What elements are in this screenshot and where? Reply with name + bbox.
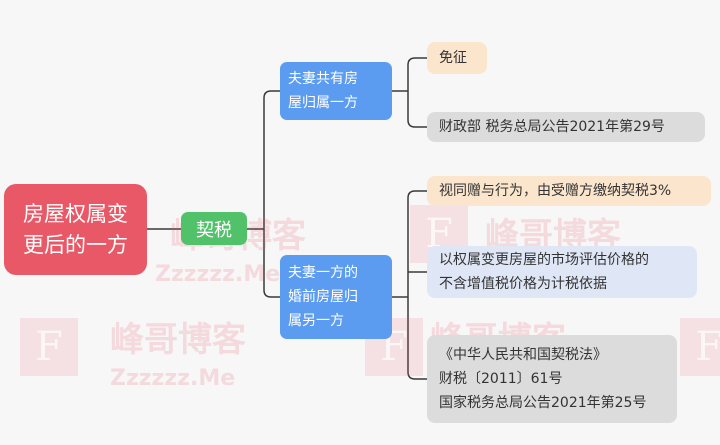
root-node-line1: 房屋权属变 bbox=[23, 201, 128, 226]
leaf-node-tax-basis[interactable]: 以权属变更房屋的市场评估价格的 不含增值税价格为计税依据 bbox=[427, 246, 697, 298]
leaf-node-line: 财税〔2011〕61号 bbox=[439, 371, 563, 387]
branch-node-line: 属另一方 bbox=[288, 313, 344, 329]
tax-node-label: 契税 bbox=[196, 219, 232, 241]
connector-branch1-leaves bbox=[392, 57, 427, 128]
branch-node-premarital-property[interactable]: 夫妻一方的 婚前房屋归 属另一方 bbox=[280, 255, 392, 339]
branch-node-line: 屋归属一方 bbox=[288, 95, 358, 111]
leaf-node-line: 《中华人民共和国契税法》 bbox=[439, 347, 607, 363]
leaf-node-references[interactable]: 《中华人民共和国契税法》 财税〔2011〕61号 国家税务总局公告2021年第2… bbox=[427, 335, 677, 423]
leaf-node-line: 不含增值税价格为计税依据 bbox=[439, 276, 607, 292]
branch-node-line: 夫妻共有房 bbox=[288, 71, 358, 87]
leaf-node-line: 以权属变更房屋的市场评估价格的 bbox=[439, 252, 649, 268]
branch-node-joint-property[interactable]: 夫妻共有房 屋归属一方 bbox=[280, 62, 392, 120]
leaf-node-text: 财政部 税务总局公告2021年第29号 bbox=[439, 119, 665, 135]
leaf-node-reference[interactable]: 财政部 税务总局公告2021年第29号 bbox=[427, 112, 705, 142]
branch-node-line: 夫妻一方的 bbox=[288, 265, 358, 281]
leaf-node-text: 视同赠与行为，由受赠方缴纳契税3% bbox=[439, 183, 672, 199]
branch-node-line: 婚前房屋归 bbox=[288, 289, 358, 305]
root-node[interactable]: 房屋权属变 更后的一方 bbox=[4, 184, 147, 275]
root-node-line2: 更后的一方 bbox=[23, 232, 128, 257]
connector-tax-branches bbox=[247, 90, 280, 298]
leaf-node-gift[interactable]: 视同赠与行为，由受赠方缴纳契税3% bbox=[427, 176, 711, 206]
tax-node[interactable]: 契税 bbox=[181, 212, 247, 245]
leaf-node-exempt[interactable]: 免征 bbox=[427, 42, 487, 74]
leaf-node-line: 国家税务总局公告2021年第25号 bbox=[439, 395, 647, 411]
connector-branch2-leaves bbox=[392, 190, 427, 380]
leaf-node-text: 免征 bbox=[439, 50, 467, 66]
